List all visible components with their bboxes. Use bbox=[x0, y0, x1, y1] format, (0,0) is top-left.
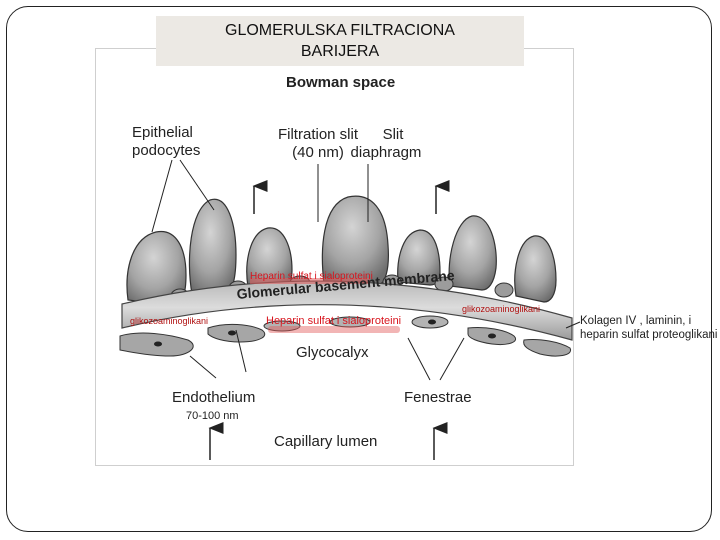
leader-lines bbox=[151, 159, 581, 381]
annotation-heparin-bottom: Heparin sulfat i sialoproteini bbox=[266, 315, 402, 327]
slide-frame bbox=[6, 6, 712, 532]
label-epithelial-podocytes: Epithelial podocytes bbox=[132, 124, 201, 159]
slide-title: GLOMERULSKA FILTRACIONA BARIJERA bbox=[156, 16, 524, 66]
podocyte-group bbox=[126, 195, 557, 307]
label-bowman-space: Bowman space bbox=[286, 74, 396, 91]
heparin-marks bbox=[250, 278, 400, 333]
annotation-heparin-top: Heparin sulfat i sialoproteini bbox=[250, 271, 373, 282]
annotation-glikoz-left: glikozoaminoglikani bbox=[130, 316, 209, 326]
label-slit-diaphragm: Slit diaphragm bbox=[350, 126, 422, 161]
annotation-size: 70-100 nm bbox=[186, 410, 239, 422]
podocyte bbox=[321, 195, 389, 285]
podocyte bbox=[448, 215, 497, 291]
endothelium-layer bbox=[119, 315, 572, 357]
label-glycocalyx: Glycocalyx bbox=[296, 344, 369, 361]
label-endothelium: Endothelium bbox=[172, 389, 256, 406]
podocyte bbox=[514, 235, 557, 303]
slide-title-line2: BARIJERA bbox=[300, 43, 380, 60]
flow-arrows bbox=[208, 180, 450, 460]
label-capillary-lumen: Capillary lumen bbox=[274, 433, 378, 450]
label-filtration-slit: Filtration slit (40 nm) bbox=[277, 126, 359, 161]
label-fenestrae: Fenestrae bbox=[404, 389, 472, 406]
slide-title-line1: GLOMERULSKA FILTRACIONA bbox=[225, 22, 455, 39]
annotation-glikoz-right: glikozoaminoglikani bbox=[462, 304, 541, 314]
annotation-side-note: Kolagen IV , laminin, i heparin sulfat p… bbox=[580, 315, 718, 341]
podocyte bbox=[188, 198, 237, 295]
